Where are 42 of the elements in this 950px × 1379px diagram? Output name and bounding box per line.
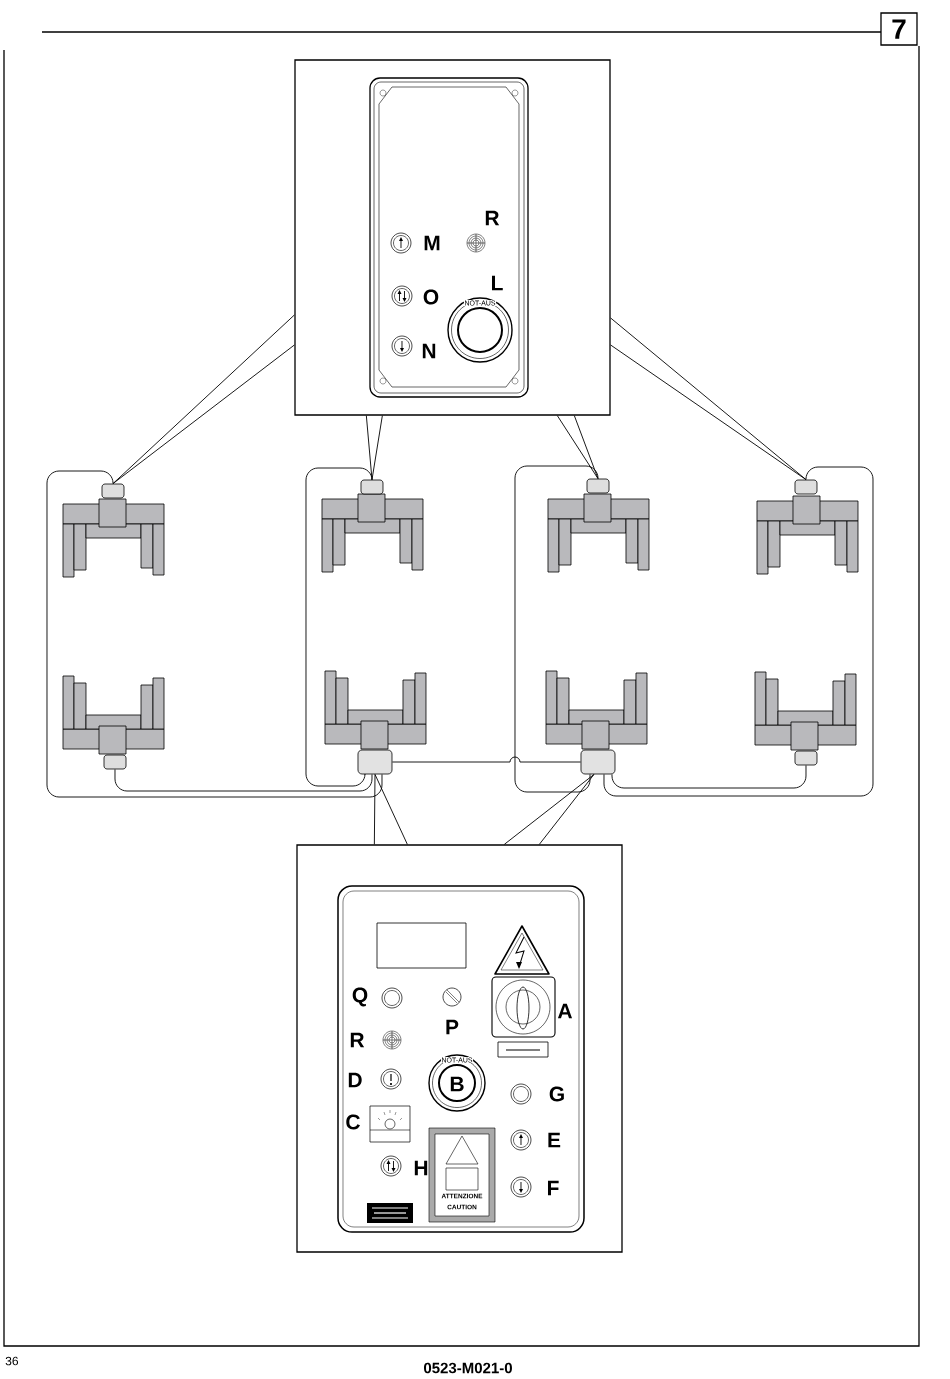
callout-letter: E <box>548 1132 561 1148</box>
connector-box <box>101 483 125 499</box>
cable <box>391 756 582 763</box>
page-number: 36 <box>5 1356 18 1366</box>
connector-box <box>103 754 127 770</box>
connector-box <box>794 750 818 766</box>
connector-box <box>360 479 384 495</box>
junction-box <box>580 749 616 775</box>
cable <box>611 764 807 789</box>
detail-view-frame <box>294 59 611 416</box>
leader-line <box>503 773 595 845</box>
callout-letter: B <box>450 1076 464 1092</box>
cable <box>46 470 383 798</box>
junction-box <box>357 749 393 775</box>
callout-letter: R <box>350 1032 365 1048</box>
connector-box <box>794 479 818 495</box>
callout-letter: H <box>414 1160 428 1176</box>
document-code: 0523-M021-0 <box>424 1362 512 1374</box>
callout-letter: A <box>557 1003 573 1019</box>
cable <box>603 466 874 797</box>
detail-view-frame <box>296 844 623 1253</box>
leader-line <box>365 415 383 481</box>
callout-letter: D <box>348 1072 362 1088</box>
callout-letter: O <box>423 289 439 305</box>
cable <box>305 467 373 787</box>
leader-line <box>556 415 599 480</box>
section-number: 7 <box>880 12 918 46</box>
callout-letter: G <box>549 1086 564 1102</box>
connector-box <box>586 478 610 494</box>
callout-letter: M <box>424 235 440 251</box>
callout-letter: C <box>346 1114 360 1130</box>
callout-letter: N <box>422 343 436 359</box>
cable <box>514 465 599 793</box>
leader-line <box>112 314 295 485</box>
leader-line <box>610 317 807 481</box>
callout-letter: Q <box>352 987 368 1007</box>
callout-letter: L <box>492 275 503 291</box>
leader-line <box>373 773 408 845</box>
callout-letter: R <box>485 210 500 226</box>
callout-letter: F <box>548 1180 559 1196</box>
callout-letter: P <box>446 1019 459 1035</box>
cable <box>114 768 373 792</box>
